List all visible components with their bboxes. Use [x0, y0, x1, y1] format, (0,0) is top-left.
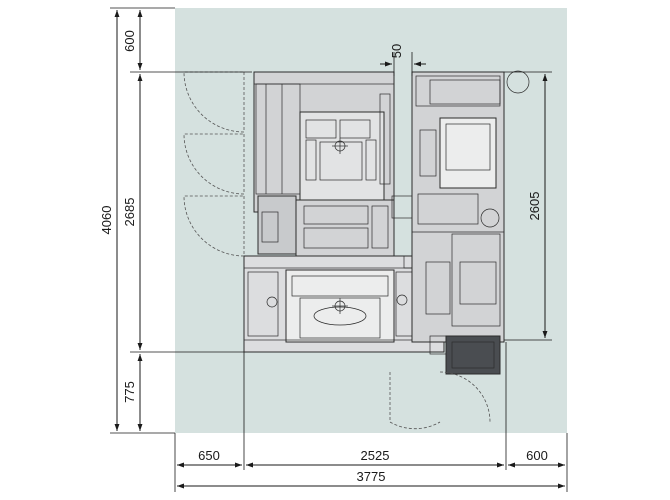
- dim-label-gap: 50: [389, 44, 404, 58]
- door-swing-arcs: [183, 71, 491, 430]
- dim-label-left-middle: 2685: [122, 198, 137, 227]
- dim-label-left-total: 4060: [99, 206, 114, 235]
- dim-label-bottom-total: 3775: [357, 469, 386, 484]
- dim-label-right: 2605: [527, 192, 542, 221]
- dim-label-bottom-right: 600: [526, 448, 548, 463]
- housing-top-panel: [253, 71, 395, 85]
- dim-label-left-top: 600: [122, 30, 137, 52]
- spindle-head: [299, 111, 385, 201]
- auxiliary-cabinet: [411, 71, 505, 343]
- dim-label-left-bottom: 775: [122, 381, 137, 403]
- dim-label-bottom-left: 650: [198, 448, 220, 463]
- column-block: [295, 199, 395, 259]
- tool-magazine: [439, 117, 497, 189]
- round-tank: [506, 70, 530, 94]
- spindle-motor: [459, 261, 497, 305]
- saddle-block: [257, 195, 297, 255]
- machine-plan-view: [243, 70, 530, 375]
- dimension-lines: [110, 7, 568, 492]
- dim-label-bottom-middle: 2525: [361, 448, 390, 463]
- tool-changer-disc: [480, 208, 500, 228]
